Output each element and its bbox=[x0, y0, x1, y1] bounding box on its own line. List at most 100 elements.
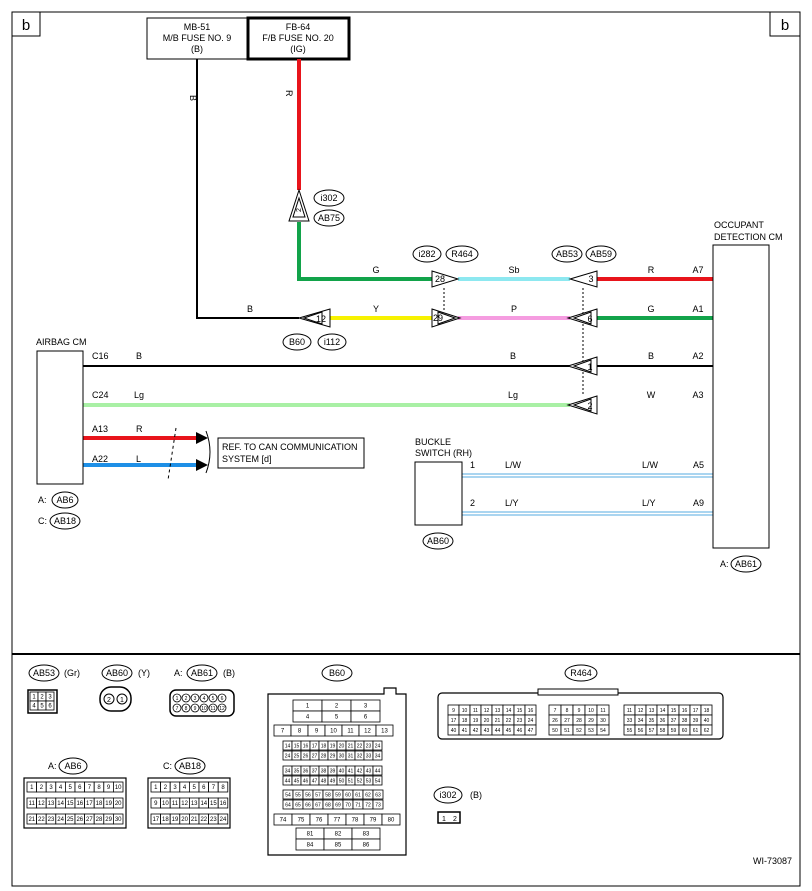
svg-text:15: 15 bbox=[210, 801, 217, 807]
connector-id-ab6: AB6 bbox=[51, 491, 79, 509]
svg-text:3: 3 bbox=[173, 785, 177, 791]
svg-text:26: 26 bbox=[552, 718, 558, 724]
svg-text:18: 18 bbox=[96, 801, 103, 807]
svg-text:60: 60 bbox=[682, 728, 688, 734]
svg-text:17: 17 bbox=[451, 718, 457, 724]
svg-text:7: 7 bbox=[554, 708, 557, 714]
label-wire-p: P bbox=[511, 304, 517, 314]
svg-text:18: 18 bbox=[321, 743, 327, 749]
legend-i302: i302 (B) 1 2 bbox=[433, 786, 482, 824]
svg-text:40: 40 bbox=[451, 728, 457, 734]
svg-text:27: 27 bbox=[86, 817, 93, 823]
pin-label: 2 bbox=[296, 208, 303, 212]
svg-text:1: 1 bbox=[120, 697, 124, 704]
svg-text:11: 11 bbox=[29, 801, 36, 807]
svg-text:42: 42 bbox=[473, 728, 479, 734]
ref-bracket bbox=[205, 430, 211, 474]
connector-ab53-pin6: 6 bbox=[566, 308, 598, 328]
label-pin-a22: A22 bbox=[92, 454, 108, 464]
connector-id-ab59: AB59 bbox=[585, 245, 617, 263]
connector-ab53-pin3: 3 bbox=[568, 270, 598, 288]
svg-text:17: 17 bbox=[86, 801, 93, 807]
svg-text:34: 34 bbox=[638, 718, 644, 724]
label-wire-ly-right: L/Y bbox=[642, 498, 656, 508]
connector-ab75-pin2: 2 bbox=[288, 188, 310, 222]
svg-text:17: 17 bbox=[693, 708, 699, 714]
svg-text:6: 6 bbox=[364, 715, 368, 721]
svg-text:43: 43 bbox=[484, 728, 490, 734]
svg-text:52: 52 bbox=[576, 728, 582, 734]
svg-text:13: 13 bbox=[191, 801, 198, 807]
svg-text:29: 29 bbox=[105, 817, 112, 823]
svg-text:17: 17 bbox=[152, 817, 159, 823]
svg-text:71: 71 bbox=[355, 802, 361, 808]
svg-text:54: 54 bbox=[600, 728, 606, 734]
svg-text:1: 1 bbox=[442, 816, 446, 823]
pin-label: 28 bbox=[435, 274, 445, 284]
svg-text:AB61: AB61 bbox=[735, 559, 757, 569]
fb-fuse-line1: FB-64 bbox=[286, 22, 311, 32]
pin-label: 1 bbox=[587, 362, 592, 372]
label-pin-a1: A1 bbox=[692, 304, 703, 314]
svg-text:52: 52 bbox=[357, 778, 363, 784]
svg-text:80: 80 bbox=[388, 818, 395, 824]
svg-text:34: 34 bbox=[375, 753, 381, 759]
svg-text:41: 41 bbox=[348, 768, 354, 774]
label-wire-c24: Lg bbox=[134, 390, 144, 400]
svg-text:14: 14 bbox=[57, 801, 64, 807]
svg-text:44: 44 bbox=[495, 728, 501, 734]
svg-text:16: 16 bbox=[220, 801, 227, 807]
svg-text:81: 81 bbox=[307, 832, 314, 838]
svg-text:36: 36 bbox=[303, 768, 309, 774]
svg-text:4: 4 bbox=[59, 785, 63, 791]
svg-text:12: 12 bbox=[219, 706, 225, 712]
svg-text:5: 5 bbox=[212, 696, 215, 702]
svg-text:23: 23 bbox=[366, 743, 372, 749]
svg-text:5: 5 bbox=[335, 715, 339, 721]
ref-line1: REF. TO CAN COMMUNICATION bbox=[222, 442, 358, 452]
svg-text:70: 70 bbox=[345, 802, 351, 808]
svg-text:24: 24 bbox=[57, 817, 64, 823]
svg-text:23: 23 bbox=[48, 817, 55, 823]
svg-text:6: 6 bbox=[78, 785, 82, 791]
label-wire-lw: L/W bbox=[505, 460, 522, 470]
svg-text:78: 78 bbox=[352, 818, 359, 824]
svg-text:15: 15 bbox=[517, 708, 523, 714]
svg-text:50: 50 bbox=[339, 778, 345, 784]
svg-text:68: 68 bbox=[325, 802, 331, 808]
connector-ab53-pin2: 2 bbox=[566, 395, 598, 415]
label-wire-y: Y bbox=[373, 304, 379, 314]
svg-text:17: 17 bbox=[312, 743, 318, 749]
svg-text:28: 28 bbox=[576, 718, 582, 724]
svg-text:24: 24 bbox=[375, 743, 381, 749]
svg-text:28: 28 bbox=[96, 817, 103, 823]
svg-text:13: 13 bbox=[48, 801, 55, 807]
svg-text:5: 5 bbox=[193, 785, 197, 791]
svg-text:13: 13 bbox=[381, 729, 388, 735]
svg-text:2: 2 bbox=[164, 785, 168, 791]
legend-ab61-color: (B) bbox=[223, 668, 235, 678]
svg-text:31: 31 bbox=[348, 753, 354, 759]
svg-text:69: 69 bbox=[335, 802, 341, 808]
svg-text:47: 47 bbox=[528, 728, 534, 734]
svg-text:16: 16 bbox=[76, 801, 83, 807]
arrowhead-a13 bbox=[196, 432, 208, 444]
odc-a-prefix: A: bbox=[720, 559, 729, 569]
connector-id-i282: i282 bbox=[412, 245, 442, 263]
svg-text:7: 7 bbox=[212, 785, 216, 791]
svg-text:34: 34 bbox=[285, 768, 291, 774]
buckle-title-line2: SWITCH (RH) bbox=[415, 448, 472, 458]
svg-text:19: 19 bbox=[172, 817, 179, 823]
svg-text:39: 39 bbox=[330, 768, 336, 774]
svg-text:20: 20 bbox=[115, 801, 122, 807]
svg-text:1: 1 bbox=[154, 785, 158, 791]
odc-title-line2: DETECTION CM bbox=[714, 232, 783, 242]
svg-text:12: 12 bbox=[38, 801, 45, 807]
svg-text:2: 2 bbox=[40, 695, 44, 701]
twist-mark bbox=[167, 427, 177, 481]
svg-text:45: 45 bbox=[506, 728, 512, 734]
label-wire-sb: Sb bbox=[508, 265, 519, 275]
svg-text:75: 75 bbox=[298, 818, 305, 824]
label-wire-b-mid: B bbox=[510, 351, 516, 361]
